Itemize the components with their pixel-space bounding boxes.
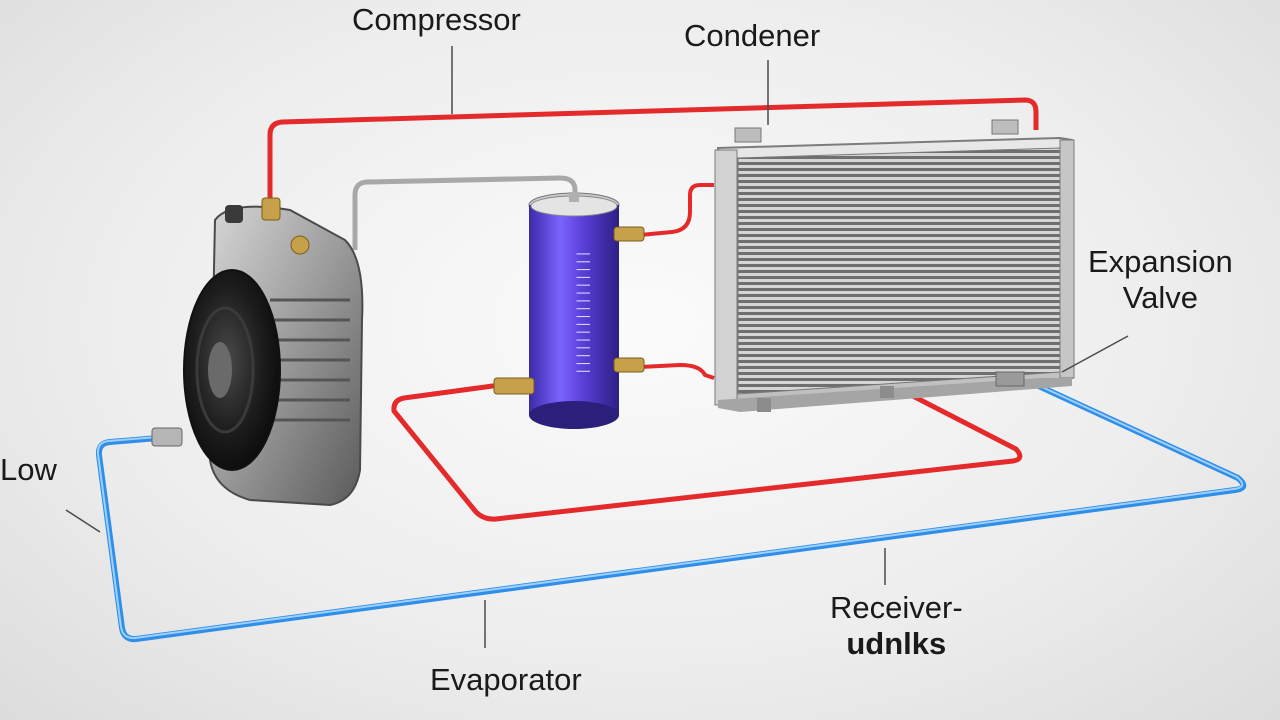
condenser	[714, 119, 1075, 412]
label-low: Low	[0, 452, 57, 487]
low-pressure-line-highlight	[96, 378, 1244, 640]
suction-line	[352, 175, 578, 250]
tank-markings: ||||||||||||||||	[576, 250, 591, 375]
compressor	[151, 197, 364, 507]
label-receiver-line1: Receiver-	[830, 590, 963, 625]
high-pressure-line-tank-bottom	[639, 362, 715, 380]
label-condener: Condener	[684, 18, 821, 53]
label-receiver-line2: udnlks	[846, 625, 947, 661]
high-pressure-line-tank-top	[639, 183, 714, 237]
high-pressure-line-loop	[391, 382, 1023, 522]
leader-lines	[65, 46, 1129, 648]
label-expansion-line1: Expansion	[1088, 244, 1233, 279]
label-evaporator: Evaporator	[430, 662, 582, 697]
high-pressure-line-top	[267, 97, 1039, 205]
label-compressor: Compressor	[352, 2, 521, 37]
label-expansion-line2: Valve	[1122, 279, 1199, 315]
label-expansion-valve: Expansion Valve	[1088, 244, 1233, 315]
receiver-drier-tank: ||||||||||||||||	[493, 192, 645, 429]
label-receiver: Receiver- udnlks	[830, 590, 963, 661]
